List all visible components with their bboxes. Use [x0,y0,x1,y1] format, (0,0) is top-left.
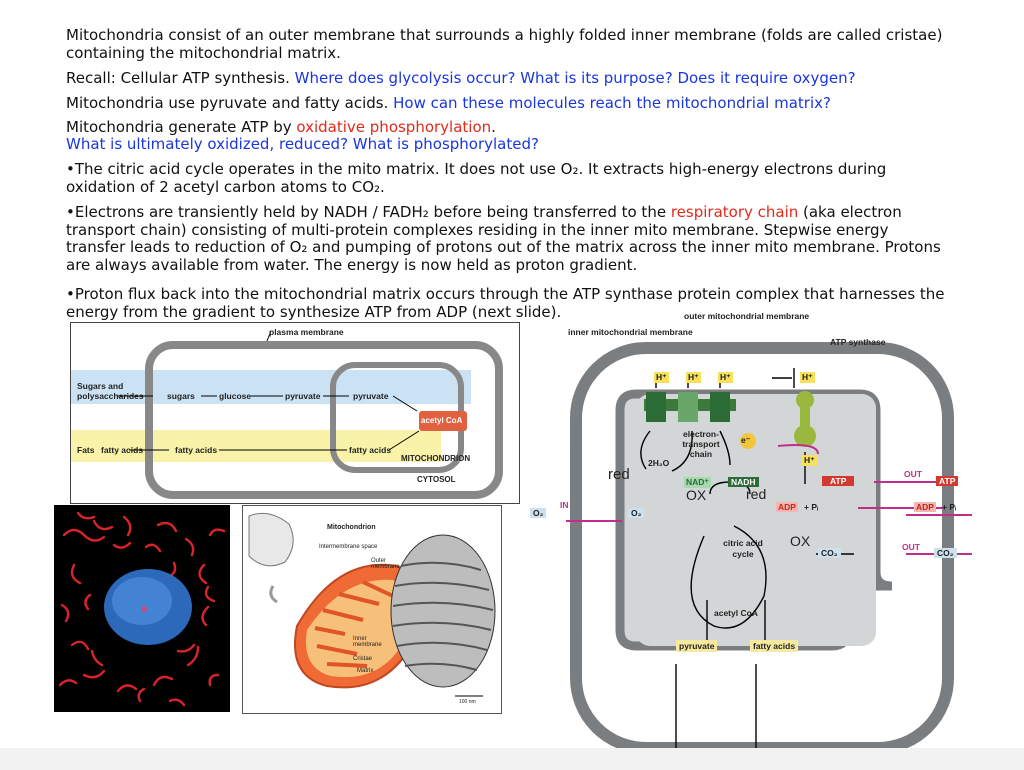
bullet-atp-synthase: •Proton flux back into the mitochondrial… [66,285,945,321]
metabolism-diagram: plasma membrane Sugars and polysaccharid… [70,322,520,504]
adp-out-label: ADP [914,502,936,512]
scale-bar-label: 100 nm [459,699,476,705]
nad-plus-label: NAD⁺ [684,477,711,488]
pyruvate-question: How can these molecules reach the mitoch… [393,94,831,112]
fatty-acids-label-3: fatty acids [349,445,392,455]
co2-out-label: CO₂ [934,548,957,558]
fatty-acids-label-1: fatty acids [101,445,144,455]
respiratory-chain-term: respiratory chain [670,203,799,221]
bullet-citric: •The citric acid cycle operates in the m… [66,160,887,196]
matrix-label: Matrix [357,668,374,674]
oxphos-term: oxidative phosphorylation [296,118,492,136]
inner-membrane-label: Inner membrane [353,636,382,648]
oxidized-label: OX [686,487,707,503]
intermembrane-label: Intermembrane space [319,544,378,550]
cytosol-label: CYTOSOL [417,475,456,484]
glucose-label: glucose [219,391,252,401]
out-label-atp: OUT [904,469,922,479]
sugars-label: sugars [167,391,195,401]
reduced-label-2: red [746,486,767,502]
oxygen-matrix-label: O₂ [628,508,645,518]
proton-label-1: H⁺ [654,372,669,383]
recall-label: Recall: Cellular ATP synthesis. [66,69,295,87]
mitochondrion-label: MITOCHONDRION [401,454,471,463]
bullet2-end: (aka electron transport chain) consistin… [66,203,941,274]
para-pyruvate: Mitochondria use pyruvate and fatty acid… [66,94,966,113]
water-label: 2H₂O [648,458,670,468]
electron-label: e⁻ [741,435,751,445]
para-oxphos: Mitochondria generate ATP by oxidative p… [66,118,966,137]
fluorescence-micrograph [54,505,230,712]
inner-membrane-label: inner mitochondrial membrane [568,327,693,337]
proton-label-3: H⁺ [718,372,733,383]
mitochondrion-illustration: Mitochondrion Intermembrane space Outer … [242,505,502,714]
slide-footer-bar [0,748,1024,770]
pyruvate-label: pyruvate [285,391,321,401]
bullet-respiratory: •Electrons are transiently held by NADH … [66,203,946,274]
acetyl-coa-label: acetyl CoA [421,416,463,425]
pyruvate-label: pyruvate [676,640,718,652]
pyruvate-label: Mitochondria use pyruvate and fatty acid… [66,94,394,112]
sugars-polysaccharides-label: Sugars and polysaccharides [77,381,144,401]
para-recall: Recall: Cellular ATP synthesis. Where do… [66,69,966,88]
out-label-co2: OUT [902,542,920,552]
pi-out-label: + Pᵢ [942,502,957,512]
oxphos-end: . [491,118,496,136]
pi-matrix-label: + Pᵢ [804,502,819,512]
oxidized-question: What is ultimately oxidized, reduced? Wh… [66,135,539,153]
fatty-acids-label-2: fatty acids [175,445,218,455]
co2-matrix-label: CO₂ [818,548,841,558]
oxphos-label: Mitochondria generate ATP by [66,118,297,136]
bullet2-start: •Electrons are transiently held by NADH … [66,203,671,221]
reduced-label: red [608,466,630,483]
proton-label-5: H⁺ [802,455,817,466]
plasma-membrane-label: plasma membrane [269,327,344,337]
acetyl-coa-label: acetyl CoA [714,608,758,618]
citric-acid-cycle-label: citric acid cycle [723,538,763,559]
mitochondrion-title: Mitochondrion [327,524,376,531]
pyruvate-mito-label: pyruvate [353,391,389,401]
fats-label: Fats [77,445,95,455]
oxidative-phosphorylation-diagram: outer mitochondrial membrane inner mitoc… [524,306,972,748]
oxidized-label-2: OX [790,533,811,549]
para-structure: Mitochondria consist of an outer membran… [66,26,943,62]
cristae-label: Cristae [353,656,373,662]
atp-synthase-label: ATP synthase [830,337,886,347]
proton-label-2: H⁺ [686,372,701,383]
recall-question: Where does glycolysis occur? What is its… [294,69,856,87]
outer-membrane-label: Outer membrane [371,558,400,570]
outer-membrane-label: outer mitochondrial membrane [684,311,810,321]
atp-out-label: ATP [936,476,959,486]
oxygen-out-label: O₂ [530,508,547,518]
in-label: IN [560,500,569,510]
adp-matrix-label: ADP [776,502,798,512]
proton-label-4: H⁺ [800,372,815,383]
atp-matrix-label: ATP [822,476,855,486]
fatty-acids-label: fatty acids [750,640,799,652]
nadh-label: NADH [728,477,759,487]
electron-transport-chain-label: electron-transport chain [682,429,720,459]
